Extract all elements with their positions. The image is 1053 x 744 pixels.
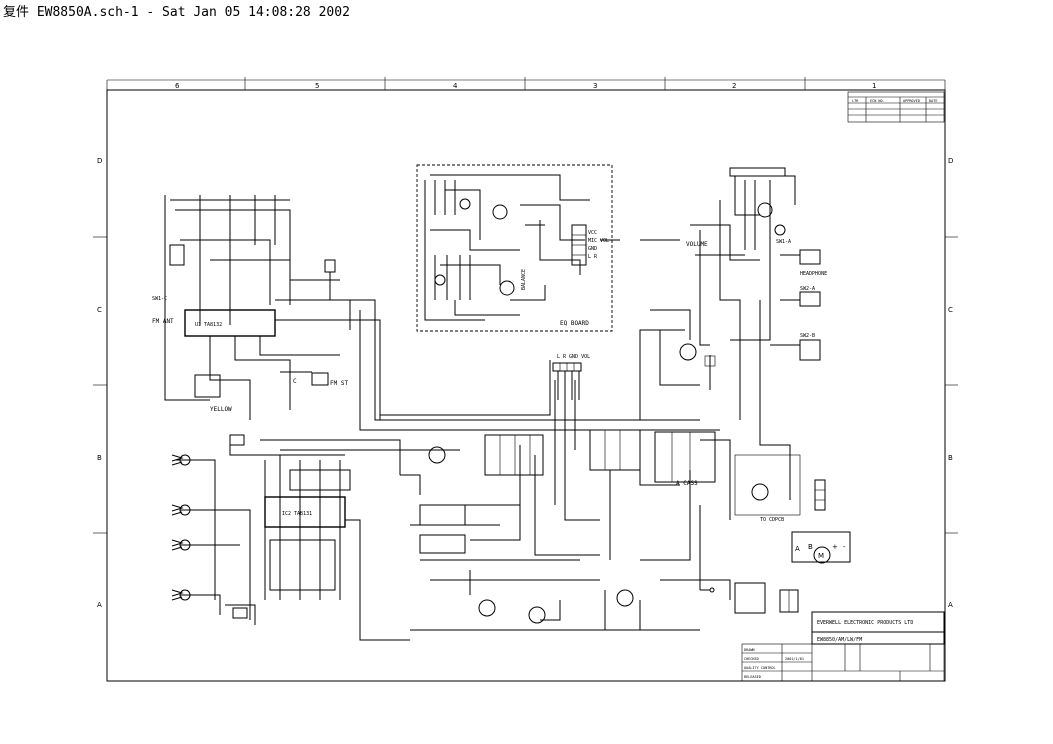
fm-st-label: FM ST — [330, 380, 348, 387]
volume-section: VOLUME SW1-A HEADPHONE SW2-A SW2-B — [686, 167, 827, 361]
eq-board: VCC MIC VOL GND L R EQ BOARD BALANCE — [416, 164, 613, 332]
motor-symbol: M — [818, 552, 824, 560]
cd-pcb-label: TO CDPCB — [760, 517, 784, 523]
column-label: 3 — [593, 82, 597, 90]
tuner-section: U1 TA8132 SW1-C FM ANT YELLOW FM ST C — [152, 195, 381, 420]
company-name: EVERWELL ELECTRONIC PRODUCTS LTD — [817, 620, 913, 626]
svg-text:SW1-C: SW1-C — [152, 296, 167, 302]
balance-label: BALANCE — [521, 269, 527, 290]
revision-col-ltr: LTR — [852, 99, 859, 103]
row-labels: D C B A D C B A — [97, 157, 953, 609]
eq-board-label: EQ BOARD — [560, 320, 589, 327]
svg-text:SW2-B: SW2-B — [800, 333, 815, 339]
column-label: 6 — [175, 82, 180, 90]
column-label: 1 — [872, 82, 876, 90]
row-label: B — [97, 454, 102, 462]
title-block-drawn: DRAWN — [744, 648, 755, 652]
cassette-section: A CASS — [400, 429, 716, 624]
volume-label: VOLUME — [686, 241, 708, 248]
headphone-label: HEADPHONE — [800, 271, 827, 277]
revision-col-date: DATE — [929, 99, 937, 103]
revision-col-ecn: ECN NO. — [870, 99, 885, 103]
lr-vol-connector: L R GND VOL — [552, 354, 590, 400]
eq-pin-gnd: GND — [588, 246, 597, 252]
revision-block: LTR ECN NO. APPROVED DATE — [847, 91, 945, 123]
svg-text:IC2 TA8131: IC2 TA8131 — [282, 511, 312, 517]
window-title: 复件 EW8850A.sch-1 - Sat Jan 05 14:08:28 2… — [3, 5, 350, 20]
row-label: A — [948, 601, 953, 609]
lr-vol-label: L R GND VOL — [557, 354, 590, 360]
eq-pin-vcc: VCC — [588, 230, 597, 236]
cd-section: TO CDPCB M A B + - — [734, 454, 851, 564]
cass-label: A CASS — [676, 480, 698, 487]
drawing-frame — [93, 77, 958, 682]
eq-pin-lr: L R — [588, 254, 598, 260]
column-label: 2 — [732, 82, 736, 90]
motor-pin: - — [843, 543, 846, 551]
row-label: C — [948, 306, 953, 314]
misc-label: C — [293, 378, 297, 385]
column-label: 5 — [315, 82, 319, 90]
svg-text:SW2-A: SW2-A — [800, 286, 815, 292]
column-label: 4 — [453, 82, 458, 90]
row-label: D — [97, 157, 102, 165]
row-label: B — [948, 454, 953, 462]
motor-pin: + — [832, 543, 838, 551]
eq-pin-mic-vol: MIC VOL — [588, 238, 609, 244]
fm-ant-label: FM ANT — [152, 318, 174, 325]
row-label: C — [97, 306, 102, 314]
title-block-qc: QUALITY CONTROL — [744, 666, 776, 670]
row-label: D — [948, 157, 953, 165]
title-block-checked: CHECKED — [744, 657, 759, 661]
title-block-released: RELEASED — [744, 675, 761, 679]
title-block-date: 2001/1/01 — [785, 657, 804, 661]
row-label: A — [97, 601, 102, 609]
power-supply — [660, 579, 799, 614]
svg-text:U1 TA8132: U1 TA8132 — [195, 322, 222, 328]
revision-col-approved: APPROVED — [903, 99, 920, 103]
motor-pin: A — [795, 545, 800, 553]
yellow-label: YELLOW — [210, 406, 232, 413]
model-name: EW8850/AM/LW/FM — [817, 637, 862, 643]
column-labels: 6 5 4 3 2 1 — [175, 82, 876, 90]
motor-pin: B — [808, 543, 813, 551]
amp-transistor — [650, 309, 716, 390]
amplifier-section: IC2 TA8131 — [171, 434, 351, 625]
title-block: EVERWELL ELECTRONIC PRODUCTS LTD EW8850/… — [741, 611, 945, 682]
switch-ref: SW1-A — [776, 239, 791, 245]
